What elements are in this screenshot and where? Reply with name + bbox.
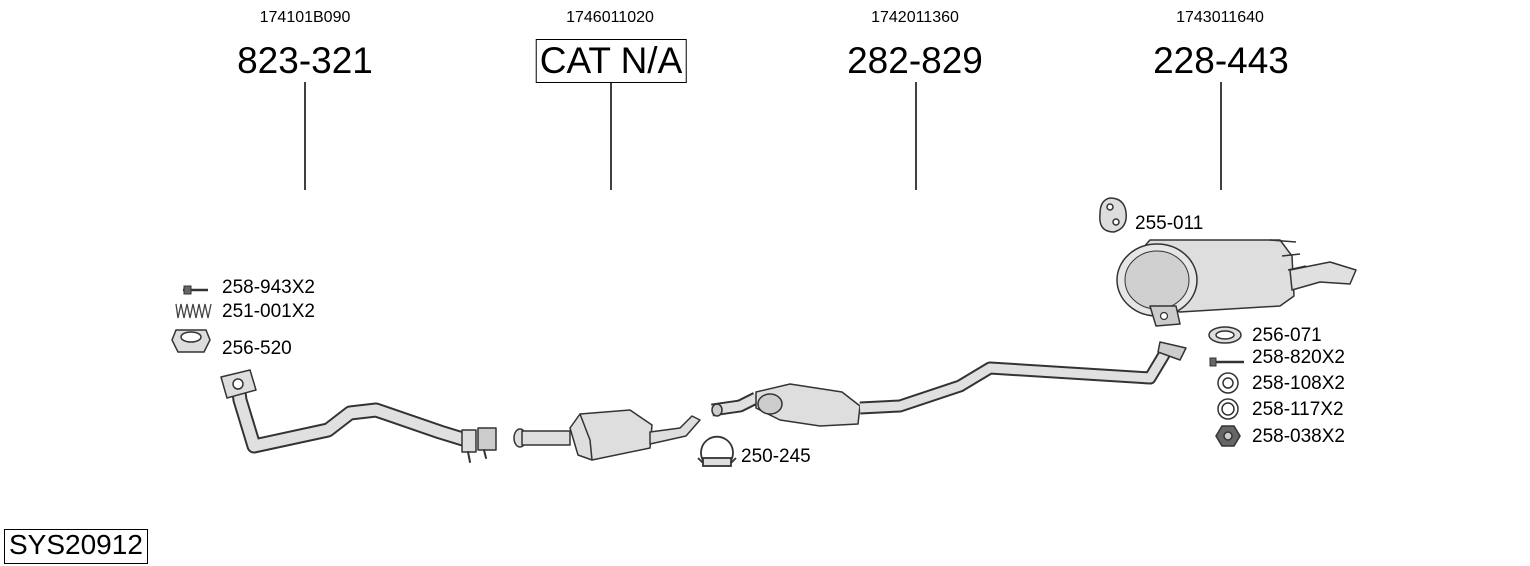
clamp-icon bbox=[697, 435, 737, 467]
rubber-hanger-icon bbox=[1099, 197, 1127, 233]
bolt-icon bbox=[183, 285, 208, 295]
washer-icon-2 bbox=[1217, 398, 1239, 420]
part-number-front-pipe[interactable]: 823-321 bbox=[237, 40, 373, 81]
washer-icon bbox=[1217, 372, 1239, 394]
oe-number-front-pipe: 174101B090 bbox=[259, 9, 351, 26]
oe-number-rear-silencer: 1743011640 bbox=[1176, 9, 1264, 26]
part-number-rear-silencer[interactable]: 228-443 bbox=[1153, 40, 1289, 81]
accessory-label-washer-2[interactable]: 258-117X2 bbox=[1252, 399, 1344, 420]
accessory-label-clamp[interactable]: 250-245 bbox=[741, 446, 811, 467]
accessory-label-gasket-ring[interactable]: 256-520 bbox=[222, 338, 292, 359]
system-code-box: SYS20912 bbox=[4, 529, 148, 564]
rear-silencer-drawing bbox=[1116, 239, 1357, 327]
accessory-label-washer[interactable]: 258-108X2 bbox=[1252, 373, 1345, 394]
accessory-label-nut[interactable]: 258-038X2 bbox=[1252, 426, 1345, 447]
spring-icon bbox=[175, 303, 212, 319]
middle-silencer-drawing bbox=[711, 341, 1187, 427]
bolt-icon-2 bbox=[1209, 357, 1244, 367]
nut-icon bbox=[1215, 425, 1241, 447]
accessory-label-gasket[interactable]: 256-071 bbox=[1252, 325, 1322, 346]
accessory-label-rubber-hanger[interactable]: 255-011 bbox=[1135, 213, 1204, 234]
front-pipe-drawing bbox=[220, 369, 497, 463]
part-number-catalyst[interactable]: CAT N/A bbox=[535, 39, 687, 83]
accessory-label-bolt[interactable]: 258-943X2 bbox=[222, 277, 315, 298]
accessory-label-spring[interactable]: 251-001X2 bbox=[222, 301, 315, 322]
gasket-icon bbox=[1208, 326, 1242, 344]
part-number-middle-silencer[interactable]: 282-829 bbox=[847, 40, 983, 81]
gasket-ring-icon bbox=[171, 329, 211, 353]
oe-number-middle-silencer: 1742011360 bbox=[871, 9, 959, 26]
accessory-label-bolt-2[interactable]: 258-820X2 bbox=[1252, 347, 1345, 368]
catalytic-converter-drawing bbox=[513, 409, 701, 461]
oe-number-catalyst: 1746011020 bbox=[566, 9, 654, 26]
